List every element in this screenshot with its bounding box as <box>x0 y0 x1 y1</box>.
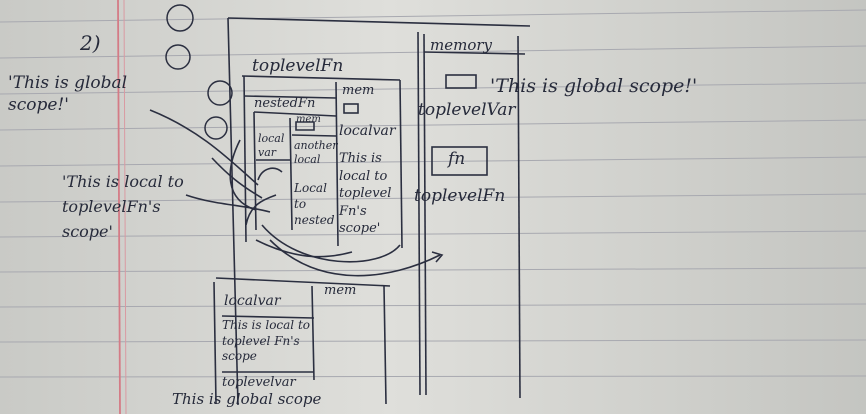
toplevel-local-var-label: localvar <box>339 123 396 139</box>
circled-letter-3 <box>207 80 233 106</box>
fn-box-label: fn <box>448 149 466 169</box>
nested-local-var-label: local var <box>258 132 285 160</box>
margin-line <box>117 0 121 414</box>
memory-panel-title: memory <box>430 36 492 54</box>
circled-letter-2 <box>165 44 191 70</box>
circled-letter-4 <box>204 116 228 140</box>
toplevel-var-label: toplevelVar <box>418 100 516 120</box>
global-string-value: 'This is global scope!' <box>490 75 698 97</box>
left-global-annotation: 'This is global scope!' <box>8 73 128 116</box>
nested-fn-memory-header: mem <box>296 114 321 125</box>
toplevel-fn-memory-header: mem <box>342 83 375 98</box>
toplevel-fn-title: toplevelFn <box>252 56 344 76</box>
bottom-table-row-2: This is local to toplevel Fn's scope <box>222 318 310 364</box>
bottom-table-row-1: localvar <box>224 293 281 309</box>
nested-fn-title: nestedFn <box>254 96 316 111</box>
circled-letter-1 <box>166 4 194 32</box>
nested-local-string: Local to nested <box>294 181 335 228</box>
nested-another-local-label: another local <box>294 139 338 167</box>
left-local-annotation: 'This is local to toplevelFn's scope' <box>62 172 184 241</box>
bottom-table-header: mem <box>324 283 357 298</box>
toplevel-fn-label: toplevelFn <box>414 186 506 206</box>
toplevel-local-string: This is local to toplevel Fn's scope' <box>339 151 392 237</box>
bottom-table-row-4: This is global scope <box>172 390 322 408</box>
bottom-table-row-3: toplevelvar <box>222 375 296 390</box>
problem-number: 2) <box>80 31 101 55</box>
